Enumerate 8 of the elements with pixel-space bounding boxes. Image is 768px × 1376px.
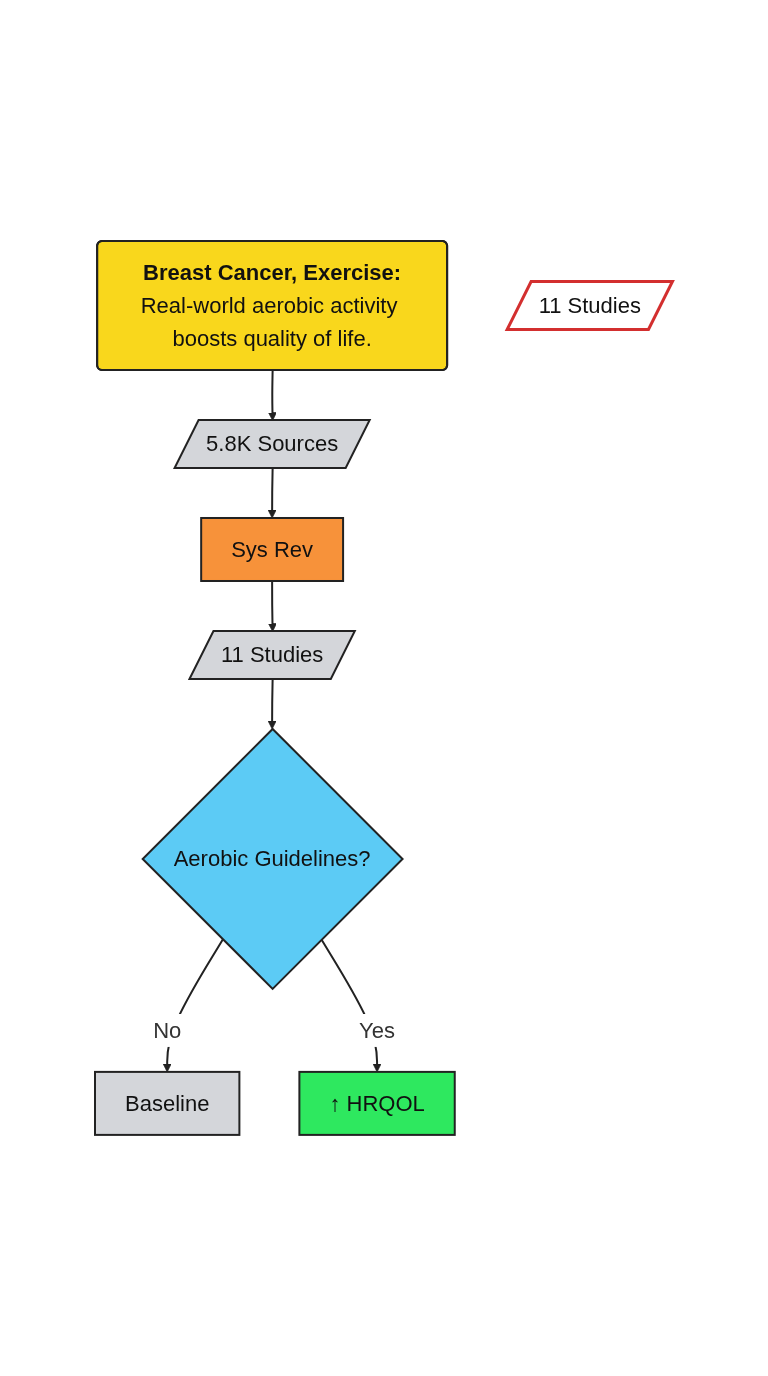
node-box: ↑ HRQOL: [298, 1070, 456, 1136]
node-diamond: Aerobic Guidelines?: [141, 727, 405, 991]
arrow: [268, 580, 278, 632]
node-box: Sys Rev: [200, 517, 345, 583]
edge-label: No: [153, 1017, 182, 1043]
node-box: Baseline: [94, 1070, 241, 1136]
edge-label: Yes: [359, 1017, 396, 1043]
arrow: [268, 369, 278, 421]
